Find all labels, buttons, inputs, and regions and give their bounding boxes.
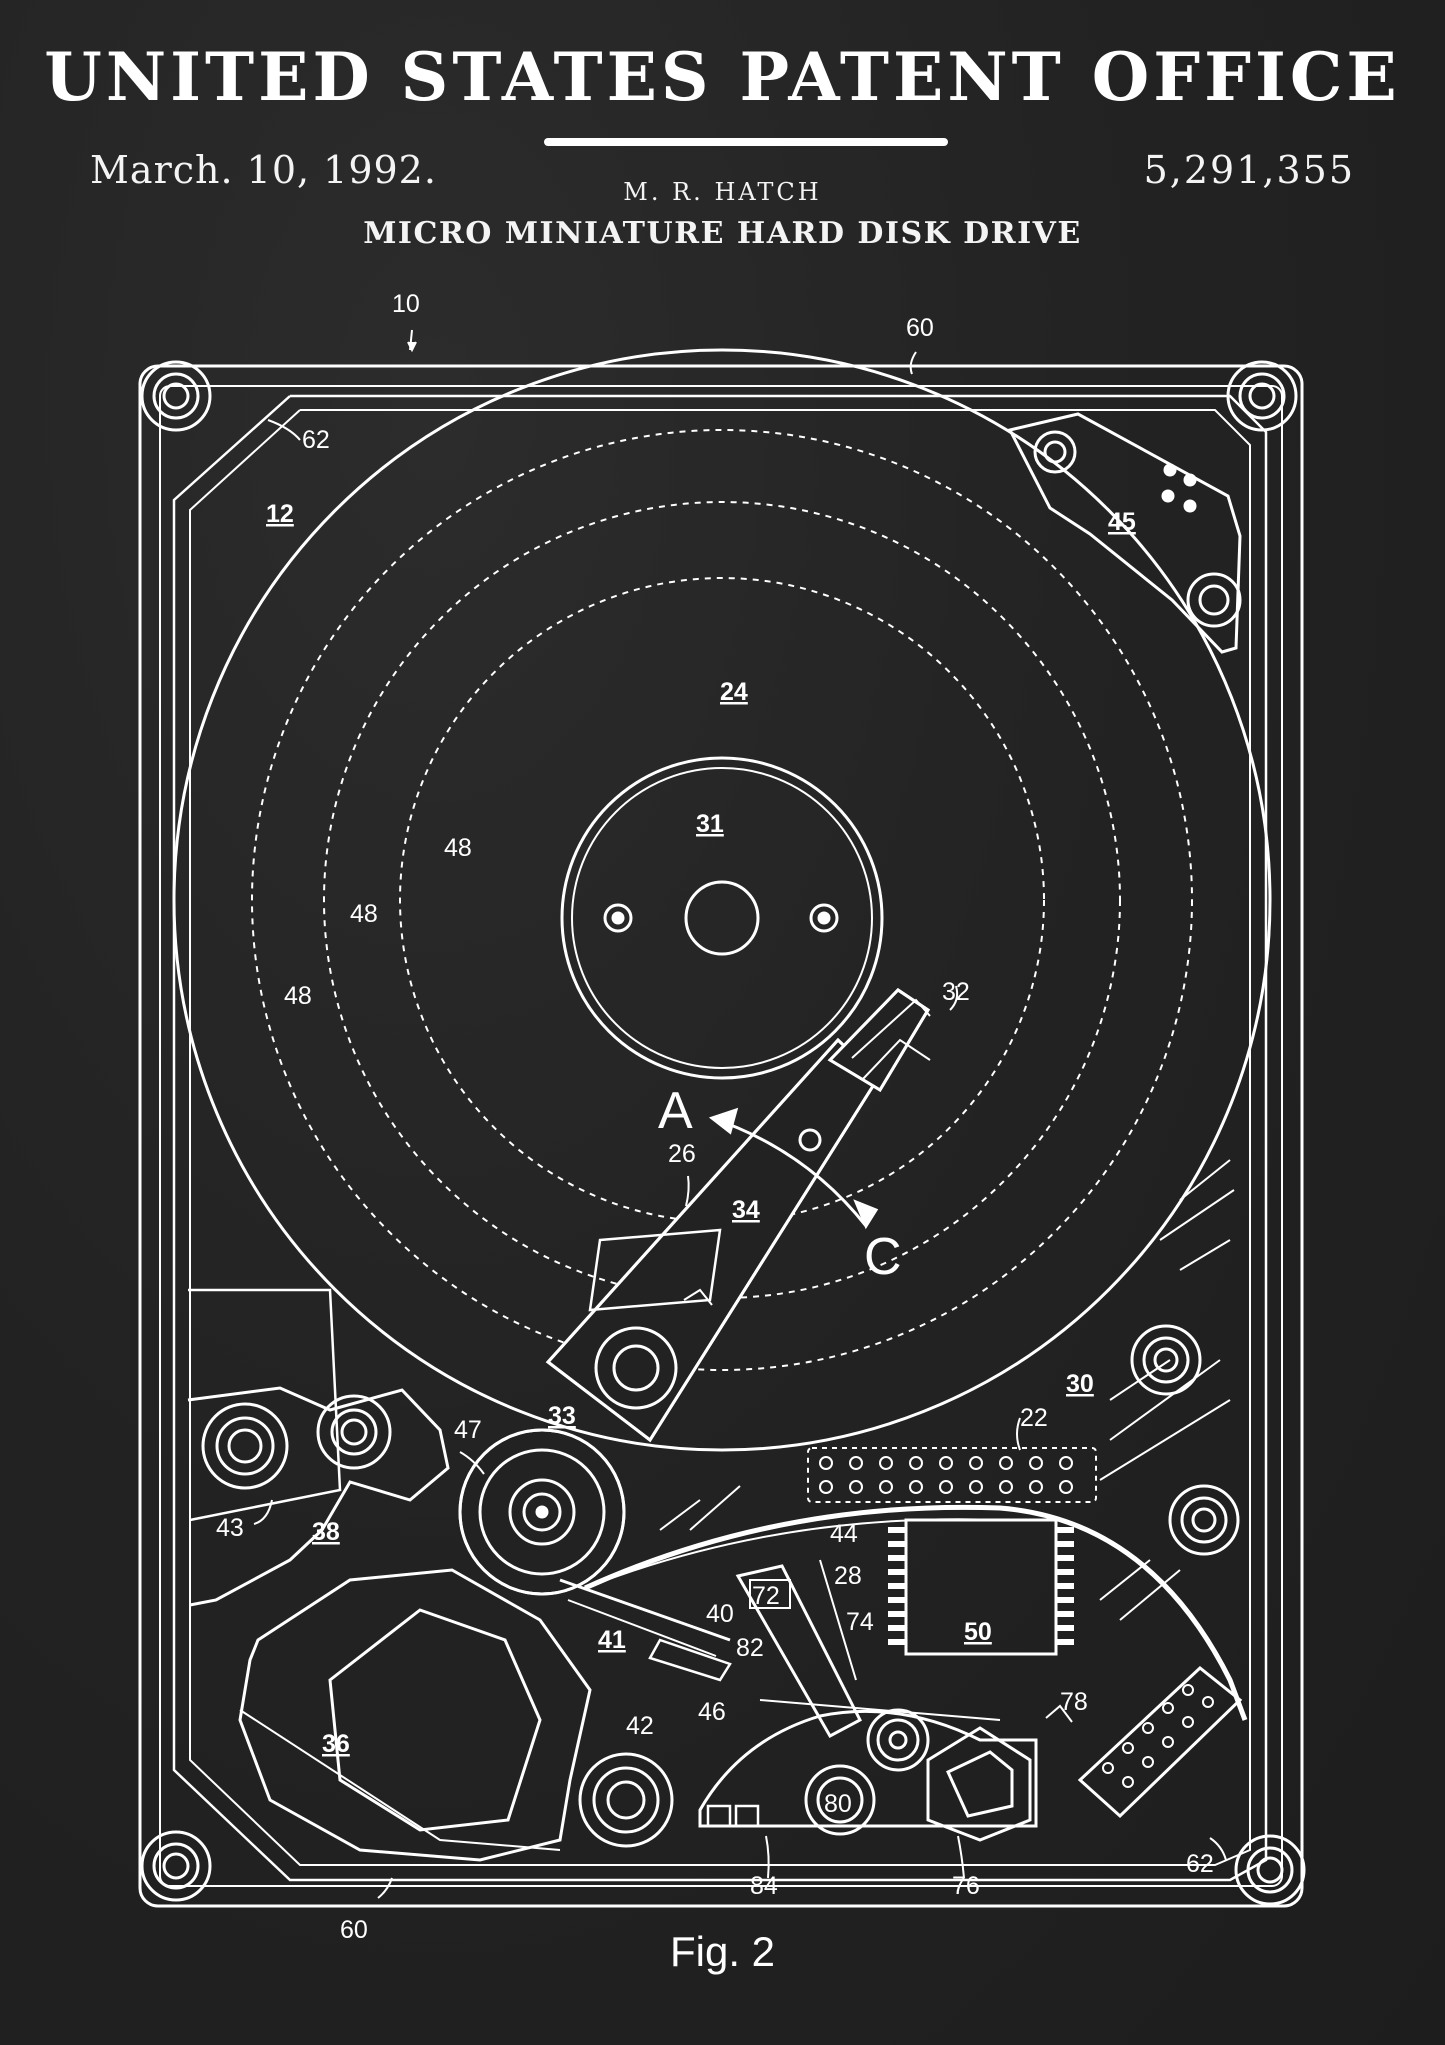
label-47: 47 <box>454 1416 482 1444</box>
label-10: 10 <box>392 290 420 318</box>
leader-lines <box>253 329 1227 1899</box>
drive-housing <box>138 364 1304 1908</box>
patent-office-title: UNITED STATES PATENT OFFICE <box>44 38 1401 116</box>
label-82: 82 <box>736 1634 764 1662</box>
label-60-bottom: 60 <box>340 1916 368 1944</box>
label-45: 45 <box>1108 508 1136 536</box>
label-38: 38 <box>312 1518 340 1546</box>
ic-chip-50 <box>888 1518 1074 1656</box>
patent-number: 5,291,355 <box>1143 148 1355 192</box>
label-36: 36 <box>322 1730 350 1758</box>
label-60-top: 60 <box>906 314 934 342</box>
label-72: 72 <box>752 1582 780 1610</box>
bracket-45 <box>1007 412 1242 654</box>
connector-62 <box>1077 1666 1243 1819</box>
actuator-arm <box>545 988 931 1443</box>
lower-mechanism <box>698 1699 1073 1842</box>
label-40: 40 <box>706 1600 734 1628</box>
pivot-bearing <box>458 1428 626 1596</box>
label-33: 33 <box>548 1402 576 1430</box>
spindle-hub <box>560 756 884 1080</box>
inventor-name: M. R. HATCH <box>623 178 822 206</box>
label-34: 34 <box>732 1196 760 1224</box>
label-24: 24 <box>720 678 748 706</box>
label-76: 76 <box>952 1872 980 1900</box>
title-divider <box>544 138 948 146</box>
label-62-top: 62 <box>302 426 330 454</box>
label-48-mid: 48 <box>350 900 378 928</box>
patent-date: March. 10, 1992. <box>90 148 437 192</box>
head-latch <box>735 1559 863 1739</box>
label-26: 26 <box>668 1140 696 1168</box>
corner-screws <box>140 360 1306 1906</box>
label-22: 22 <box>1020 1404 1048 1432</box>
connector-22 <box>807 1447 1097 1503</box>
mounting-bosses <box>1130 1324 1240 1556</box>
label-30: 30 <box>1066 1370 1094 1398</box>
label-46: 46 <box>698 1698 726 1726</box>
label-84: 84 <box>750 1872 778 1900</box>
label-48-inner: 48 <box>444 834 472 862</box>
label-48-outer: 48 <box>284 982 312 1010</box>
label-direction-c: C <box>864 1228 902 1286</box>
label-78: 78 <box>1060 1688 1088 1716</box>
patent-subtitle: MICRO MINIATURE HARD DISK DRIVE <box>363 216 1082 251</box>
label-41: 41 <box>598 1626 626 1654</box>
label-43: 43 <box>216 1514 244 1542</box>
label-28: 28 <box>834 1562 862 1590</box>
label-80: 80 <box>824 1790 852 1818</box>
label-62-bottom: 62 <box>1186 1850 1214 1878</box>
reference-numerals: 10 60 62 12 45 24 31 48 48 48 32 A C 26 … <box>216 290 1214 1944</box>
label-74: 74 <box>846 1608 874 1636</box>
motion-arrow <box>708 1107 879 1230</box>
figure-caption: Fig. 2 <box>669 1928 776 1975</box>
label-31: 31 <box>696 810 724 838</box>
label-50: 50 <box>964 1618 992 1646</box>
label-direction-a: A <box>658 1082 693 1140</box>
magnet-assembly <box>187 1288 732 1862</box>
label-42: 42 <box>626 1712 654 1740</box>
label-32: 32 <box>942 978 970 1006</box>
label-44: 44 <box>830 1520 858 1548</box>
label-12: 12 <box>266 500 294 528</box>
